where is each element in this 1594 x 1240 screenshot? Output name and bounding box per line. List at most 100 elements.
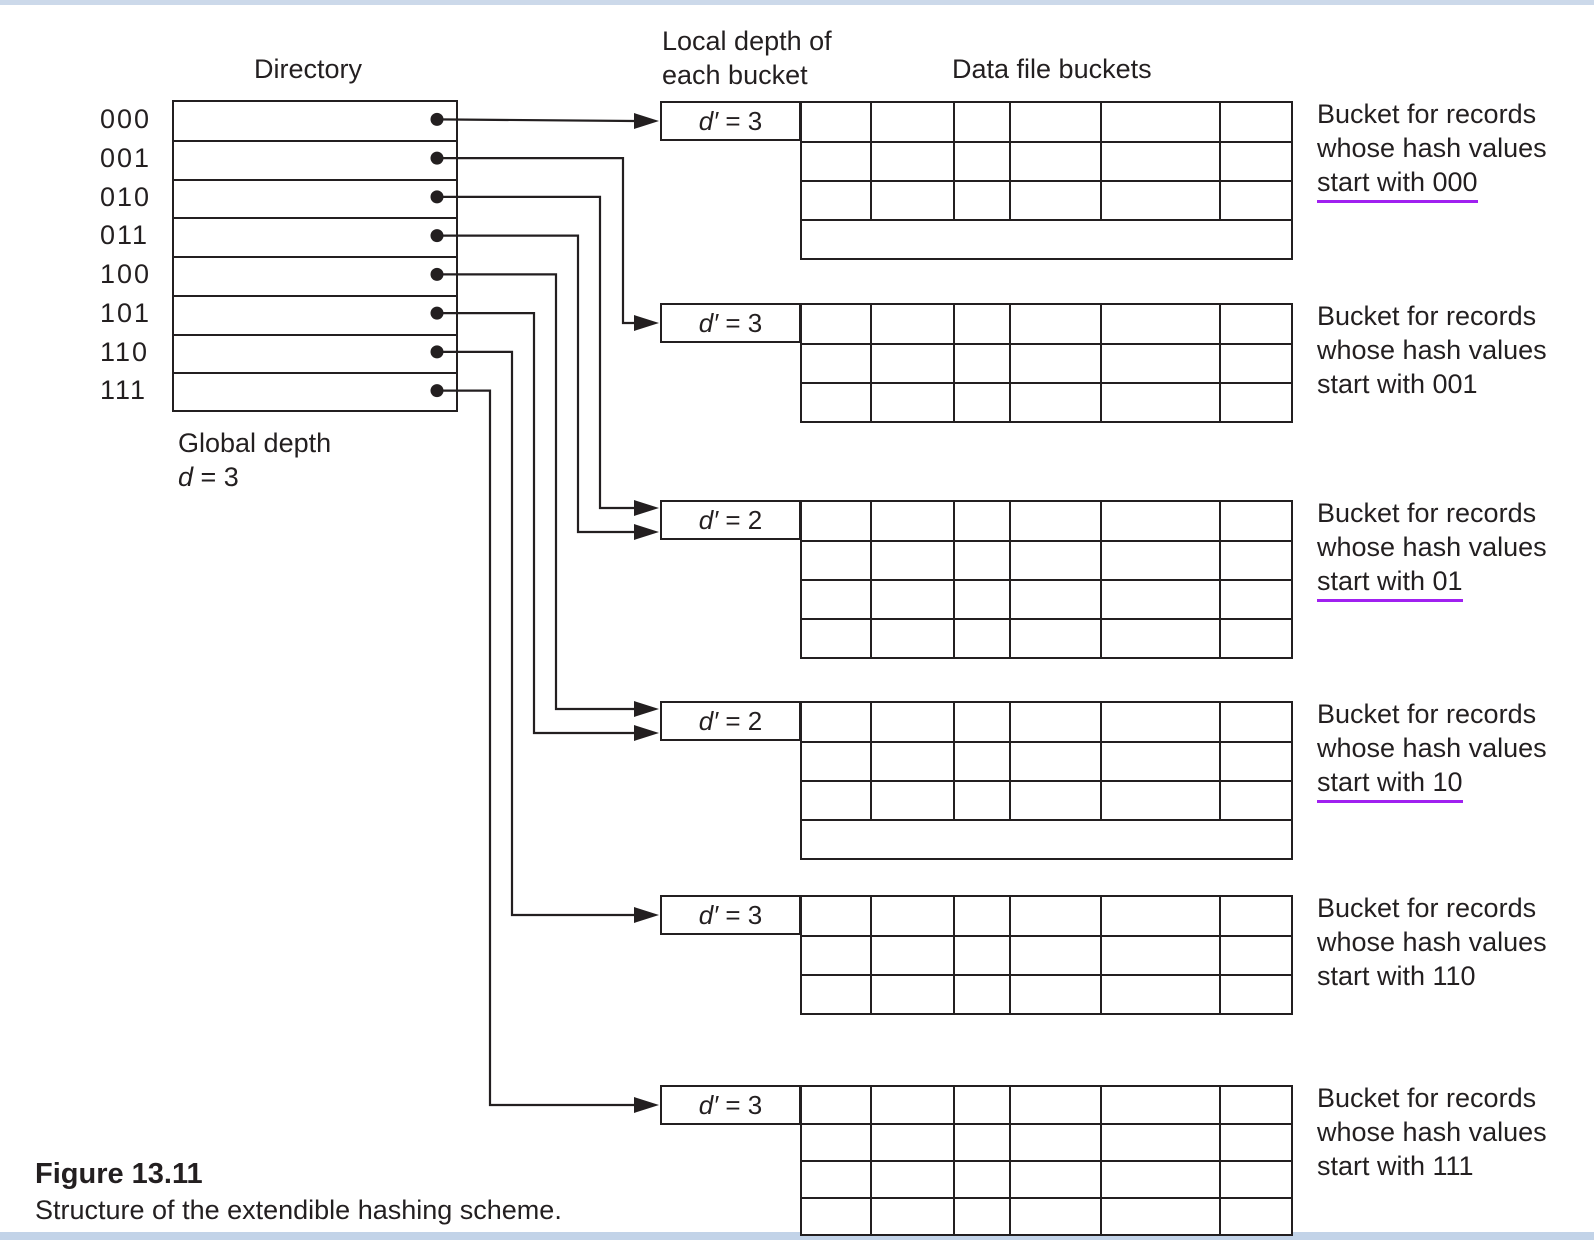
bucket-record-grid xyxy=(800,500,1293,659)
grid-column-divider xyxy=(870,180,872,219)
grid-column-divider xyxy=(870,741,872,780)
local-depth-box: d′ = 3 xyxy=(660,895,801,935)
grid-column-divider xyxy=(1100,579,1102,618)
grid-column-divider xyxy=(870,1086,872,1123)
grid-column-divider xyxy=(870,579,872,618)
directory-table xyxy=(172,100,458,412)
bucket-annotation-line: Bucket for records xyxy=(1317,699,1537,729)
bucket-annotation-line: start with 001 xyxy=(1317,369,1478,399)
grid-column-divider xyxy=(870,896,872,935)
slide-top-border xyxy=(0,0,1594,5)
grid-column-divider xyxy=(870,780,872,819)
grid-column-divider xyxy=(1100,501,1102,540)
grid-row-divider xyxy=(802,1160,1291,1162)
pointer-line xyxy=(437,350,634,917)
local-depth-box: d′ = 3 xyxy=(660,101,801,141)
grid-column-divider xyxy=(1100,343,1102,382)
local-depth-variable: d′ xyxy=(698,705,719,736)
bucket-annotation-line: whose hash values xyxy=(1317,733,1547,763)
bucket-annotation-line: start with 000 xyxy=(1317,165,1547,203)
pointer-dot xyxy=(430,306,444,320)
local-depth-equation: = 3 xyxy=(718,105,763,136)
local-depth-variable: d′ xyxy=(698,1089,719,1120)
grid-column-divider xyxy=(953,180,955,219)
data-file-buckets-header: Data file buckets xyxy=(952,54,1152,84)
grid-column-divider xyxy=(953,343,955,382)
grid-column-divider xyxy=(1100,1197,1102,1234)
grid-row-divider xyxy=(802,974,1291,976)
pointer-dot xyxy=(430,112,444,126)
arrowhead-icon xyxy=(634,701,659,717)
grid-column-divider xyxy=(870,1123,872,1160)
pointer-line xyxy=(437,389,634,1107)
pointer-line xyxy=(437,312,634,735)
local-depth-box: d′ = 3 xyxy=(660,1085,801,1125)
arrowhead-icon xyxy=(634,315,659,331)
directory-row-divider xyxy=(174,294,456,297)
global-depth-text: Global depth xyxy=(178,428,332,458)
grid-column-divider xyxy=(953,974,955,1013)
grid-row-divider xyxy=(802,141,1291,143)
local-depth-equation: = 2 xyxy=(718,705,763,736)
grid-column-divider xyxy=(1100,141,1102,180)
grid-column-divider xyxy=(1100,1123,1102,1160)
pointer-line xyxy=(437,157,634,325)
local-depth-header-line2: each bucket xyxy=(662,60,808,90)
directory-row-divider xyxy=(174,333,456,336)
bucket-annotation-line: Bucket for records xyxy=(1317,498,1537,528)
slide-bottom-border xyxy=(0,1232,1594,1240)
grid-column-divider xyxy=(1009,974,1011,1013)
grid-row-divider xyxy=(802,219,1291,221)
grid-column-divider xyxy=(1100,382,1102,421)
grid-column-divider xyxy=(1100,935,1102,974)
hash-prefix-underlined-text: start with 000 xyxy=(1317,165,1478,203)
hash-prefix-underlined-text: start with 01 xyxy=(1317,564,1463,602)
directory-entry-label: 010 xyxy=(100,181,152,212)
grid-row-divider xyxy=(802,579,1291,581)
figure-title: Structure of the extendible hashing sche… xyxy=(35,1195,562,1225)
grid-column-divider xyxy=(870,702,872,741)
local-depth-equation: = 3 xyxy=(718,307,763,338)
grid-column-divider xyxy=(1219,1197,1221,1234)
grid-column-divider xyxy=(953,382,955,421)
local-depth-equation: = 3 xyxy=(718,899,763,930)
grid-column-divider xyxy=(1009,102,1011,141)
directory-row-divider xyxy=(174,256,456,258)
grid-column-divider xyxy=(1009,343,1011,382)
grid-column-divider xyxy=(1219,935,1221,974)
grid-column-divider xyxy=(1219,1160,1221,1197)
grid-column-divider xyxy=(953,935,955,974)
grid-column-divider xyxy=(1219,974,1221,1013)
global-depth-variable: d xyxy=(178,462,194,492)
grid-column-divider xyxy=(870,935,872,974)
grid-column-divider xyxy=(870,343,872,382)
pointer-dot xyxy=(430,345,444,359)
grid-column-divider xyxy=(1100,618,1102,657)
grid-column-divider xyxy=(1100,1160,1102,1197)
directory-entry-label: 100 xyxy=(100,259,152,289)
grid-column-divider xyxy=(953,501,955,540)
pointer-dot xyxy=(430,190,444,204)
grid-column-divider xyxy=(1219,382,1221,421)
grid-column-divider xyxy=(1100,304,1102,343)
bucket-record-grid xyxy=(800,701,1293,860)
grid-column-divider xyxy=(1009,1197,1011,1234)
grid-column-divider xyxy=(870,102,872,141)
pointer-dot xyxy=(430,151,444,165)
bucket-annotation-line: start with 10 xyxy=(1317,765,1547,803)
pointer-line xyxy=(437,195,634,510)
bucket-annotation-line: whose hash values xyxy=(1317,133,1547,163)
global-depth-equation: = 3 xyxy=(193,462,239,492)
arrowhead-icon xyxy=(634,500,659,516)
grid-row-divider xyxy=(802,819,1291,821)
grid-column-divider xyxy=(953,141,955,180)
bucket-annotation-line: Bucket for records xyxy=(1317,893,1537,923)
grid-column-divider xyxy=(1219,1123,1221,1160)
grid-column-divider xyxy=(1009,935,1011,974)
grid-column-divider xyxy=(1219,540,1221,579)
